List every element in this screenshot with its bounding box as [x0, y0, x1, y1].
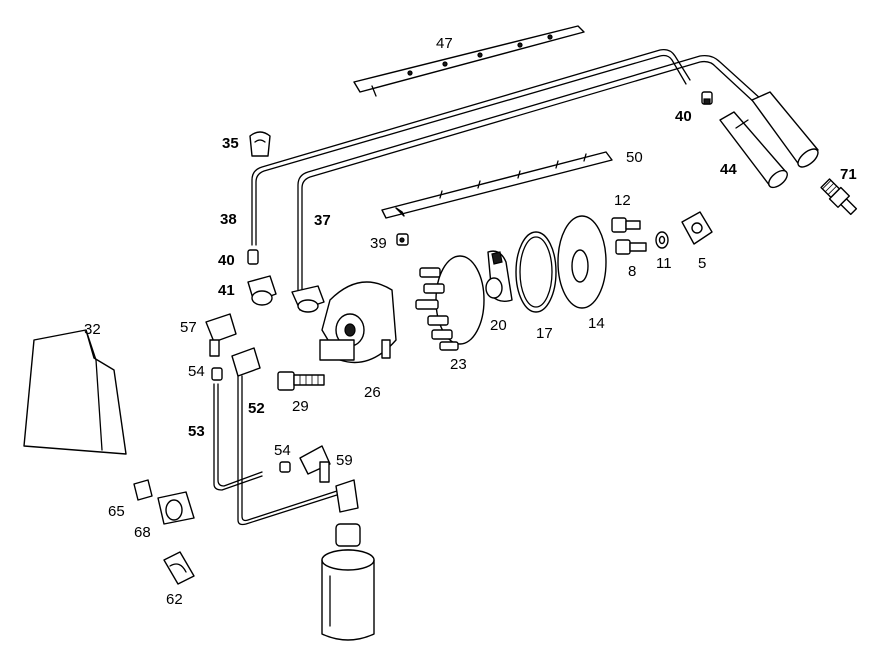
part-65-clip	[133, 479, 153, 501]
callout-35: 35	[222, 135, 239, 152]
callout-65: 65	[108, 503, 125, 520]
part-32-coil-cover	[23, 329, 127, 455]
part-20-rotor	[485, 250, 513, 303]
callout-71: 71	[840, 166, 857, 183]
part-17-seal-ring	[515, 231, 557, 313]
part-37-connector-end	[291, 285, 325, 313]
part-44-plug-connector	[719, 111, 788, 189]
callout-32: 32	[84, 321, 101, 338]
ignition-cable-long-37	[297, 54, 763, 291]
part-40-boot	[247, 249, 259, 265]
ignition-coil	[321, 479, 375, 641]
callout-44: 44	[720, 161, 737, 178]
callout-38: 38	[220, 211, 237, 228]
callout-68: 68	[134, 524, 151, 541]
part-59-connector	[299, 445, 331, 483]
callout-59: 59	[336, 452, 353, 469]
callout-20: 20	[490, 317, 507, 334]
callout-50: 50	[626, 149, 643, 166]
callout-52: 52	[248, 400, 265, 417]
callout-12: 12	[614, 192, 631, 209]
part-39-nut	[396, 233, 409, 246]
callout-26: 26	[364, 384, 381, 401]
part-54-nut-b	[279, 461, 291, 473]
part-47-bracket-strip	[353, 25, 585, 97]
part-23-distributor-cap	[415, 255, 485, 351]
callout-39: 39	[370, 235, 387, 252]
callout-labels: 47 40 35 50 44 71 38 37 12 39 40 8 11 5 …	[84, 35, 857, 608]
callout-40-left: 40	[218, 252, 235, 269]
callout-17: 17	[536, 325, 553, 342]
callout-62: 62	[166, 591, 183, 608]
part-62-clip	[163, 551, 195, 585]
part-35-clip	[249, 131, 271, 157]
callout-37: 37	[314, 212, 331, 229]
part-5-plate	[681, 211, 713, 245]
callout-54-left: 54	[188, 363, 205, 380]
part-52-cable	[231, 347, 341, 526]
callout-47: 47	[436, 35, 453, 52]
part-11-washer	[655, 231, 669, 249]
part-40-small-boot	[701, 91, 713, 105]
callout-23: 23	[450, 356, 467, 373]
part-8-bolt	[615, 239, 647, 255]
callout-53: 53	[188, 423, 205, 440]
callout-11: 11	[656, 255, 672, 272]
callout-40-top: 40	[675, 108, 692, 125]
part-26-distributor-housing	[319, 281, 397, 364]
part-41-connector-boot	[247, 275, 277, 306]
callout-54-right: 54	[274, 442, 291, 459]
part-14-pulley	[557, 215, 607, 309]
part-12-bolt	[611, 217, 641, 233]
callout-5: 5	[698, 255, 706, 272]
part-54-nut-a	[211, 367, 223, 381]
part-53-cable	[213, 383, 263, 491]
part-50-bracket-strip	[381, 151, 613, 219]
callout-29: 29	[292, 398, 309, 415]
part-71-spark-plug	[820, 178, 858, 216]
part-57-connector	[205, 313, 237, 357]
part-68-clip	[157, 491, 195, 525]
spark-plug-connector	[751, 91, 819, 168]
ignition-cable-long-38	[251, 48, 691, 246]
callout-41: 41	[218, 282, 235, 299]
callout-57: 57	[180, 319, 197, 336]
callout-8: 8	[628, 263, 636, 280]
callout-14: 14	[588, 315, 605, 332]
part-29-bolt	[277, 371, 325, 391]
